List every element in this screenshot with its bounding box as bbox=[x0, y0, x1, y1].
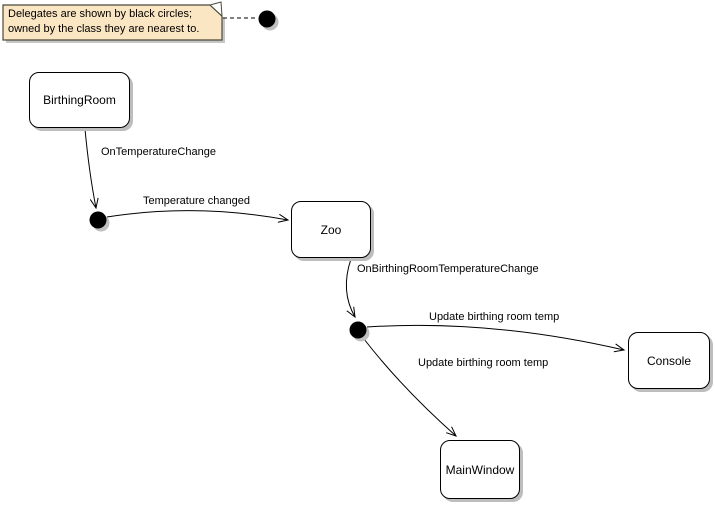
edge-label-on-birthing-room-temperature-change[interactable]: OnBirthingRoomTemperatureChange bbox=[357, 263, 539, 275]
edge-zoo-to-delegate[interactable] bbox=[345, 258, 356, 319]
node-console[interactable]: Console bbox=[628, 332, 710, 389]
node-birthingroom[interactable]: BirthingRoom bbox=[29, 72, 130, 128]
delegate-circle-zoo[interactable] bbox=[349, 321, 367, 339]
note-text-line1: Delegates are shown by black circles; bbox=[8, 8, 193, 20]
node-zoo-label: Zoo bbox=[320, 222, 342, 237]
note-shape[interactable] bbox=[2, 4, 223, 41]
node-mainwindow[interactable]: MainWindow bbox=[440, 440, 520, 499]
note-text-line2: owned by the class they are nearest to. bbox=[8, 23, 200, 35]
node-mainwindow-label: MainWindow bbox=[445, 462, 515, 477]
edge-label-temperature-changed[interactable]: Temperature changed bbox=[143, 195, 251, 207]
edge-birthingroom-to-delegate[interactable] bbox=[84, 128, 99, 210]
edge-label-update-birthing-room-temp-console[interactable]: Update birthing room temp bbox=[429, 311, 560, 323]
delegate-circle-birthingroom[interactable] bbox=[89, 211, 107, 229]
note-fold-corner bbox=[208, 1, 223, 18]
delegate-circle-note[interactable] bbox=[258, 10, 276, 28]
edge-delegate-to-mainwindow[interactable] bbox=[363, 338, 457, 437]
node-console-label: Console bbox=[646, 353, 692, 368]
edge-delegate-to-console[interactable] bbox=[366, 324, 626, 353]
edge-label-update-birthing-room-temp-mainwindow[interactable]: Update birthing room temp bbox=[418, 357, 549, 369]
note-text[interactable]: Delegates are shown by black circles; ow… bbox=[8, 7, 199, 37]
edge-delegate-to-zoo[interactable] bbox=[106, 210, 290, 223]
edge-label-on-temperature-change[interactable]: OnTemperatureChange bbox=[101, 146, 216, 158]
node-birthingroom-label: BirthingRoom bbox=[43, 93, 116, 107]
node-zoo[interactable]: Zoo bbox=[291, 201, 371, 258]
